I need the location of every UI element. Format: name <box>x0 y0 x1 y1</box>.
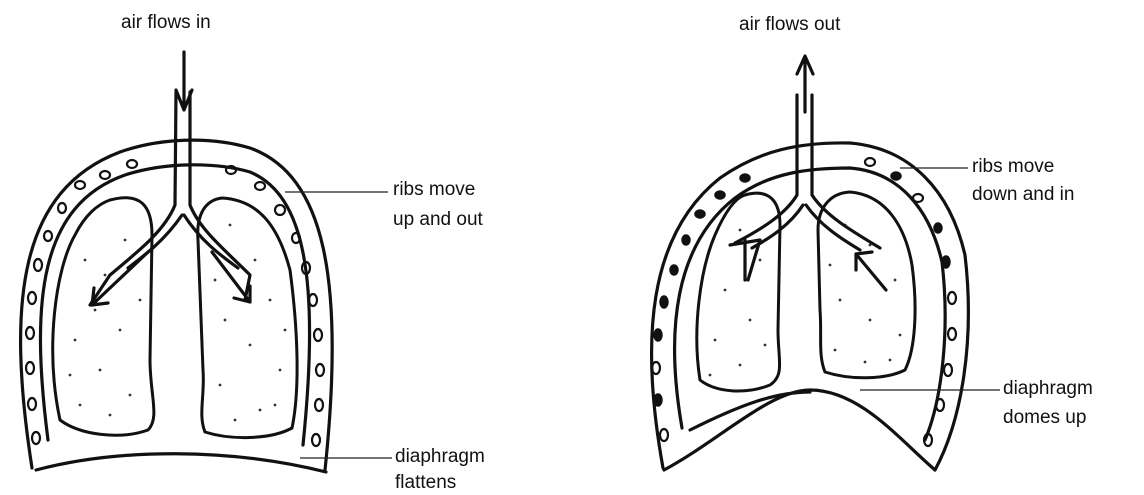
inhale-diaphragm <box>36 454 326 472</box>
exhale-ribs-label-line1: ribs move <box>972 154 1054 179</box>
exhale-right-lung <box>818 192 915 378</box>
inhale-left-lung <box>53 198 154 436</box>
exhale-ribs-label-line2: down and in <box>972 182 1074 207</box>
inhale-diaphragm-label-line1: diaphragm <box>395 444 485 469</box>
inhale-diaphragm-label-line2: flattens <box>395 470 456 495</box>
inhale-title: air flows in <box>121 10 211 35</box>
exhale-diaphragm-label-line1: diaphragm <box>1003 376 1093 401</box>
inhale-ribs-label-line1: ribs move <box>393 177 475 202</box>
exhale-diaphragm-label-line2: domes up <box>1003 405 1086 430</box>
inhale-right-lung <box>198 198 297 438</box>
exhale-diaphragm-inner <box>690 392 810 430</box>
exhale-diaphragm <box>664 390 935 470</box>
exhale-thorax <box>652 56 1000 470</box>
inhale-ribs-label-line2: up and out <box>393 207 483 232</box>
exhale-title: air flows out <box>739 12 840 37</box>
inhale-thorax <box>21 52 392 472</box>
